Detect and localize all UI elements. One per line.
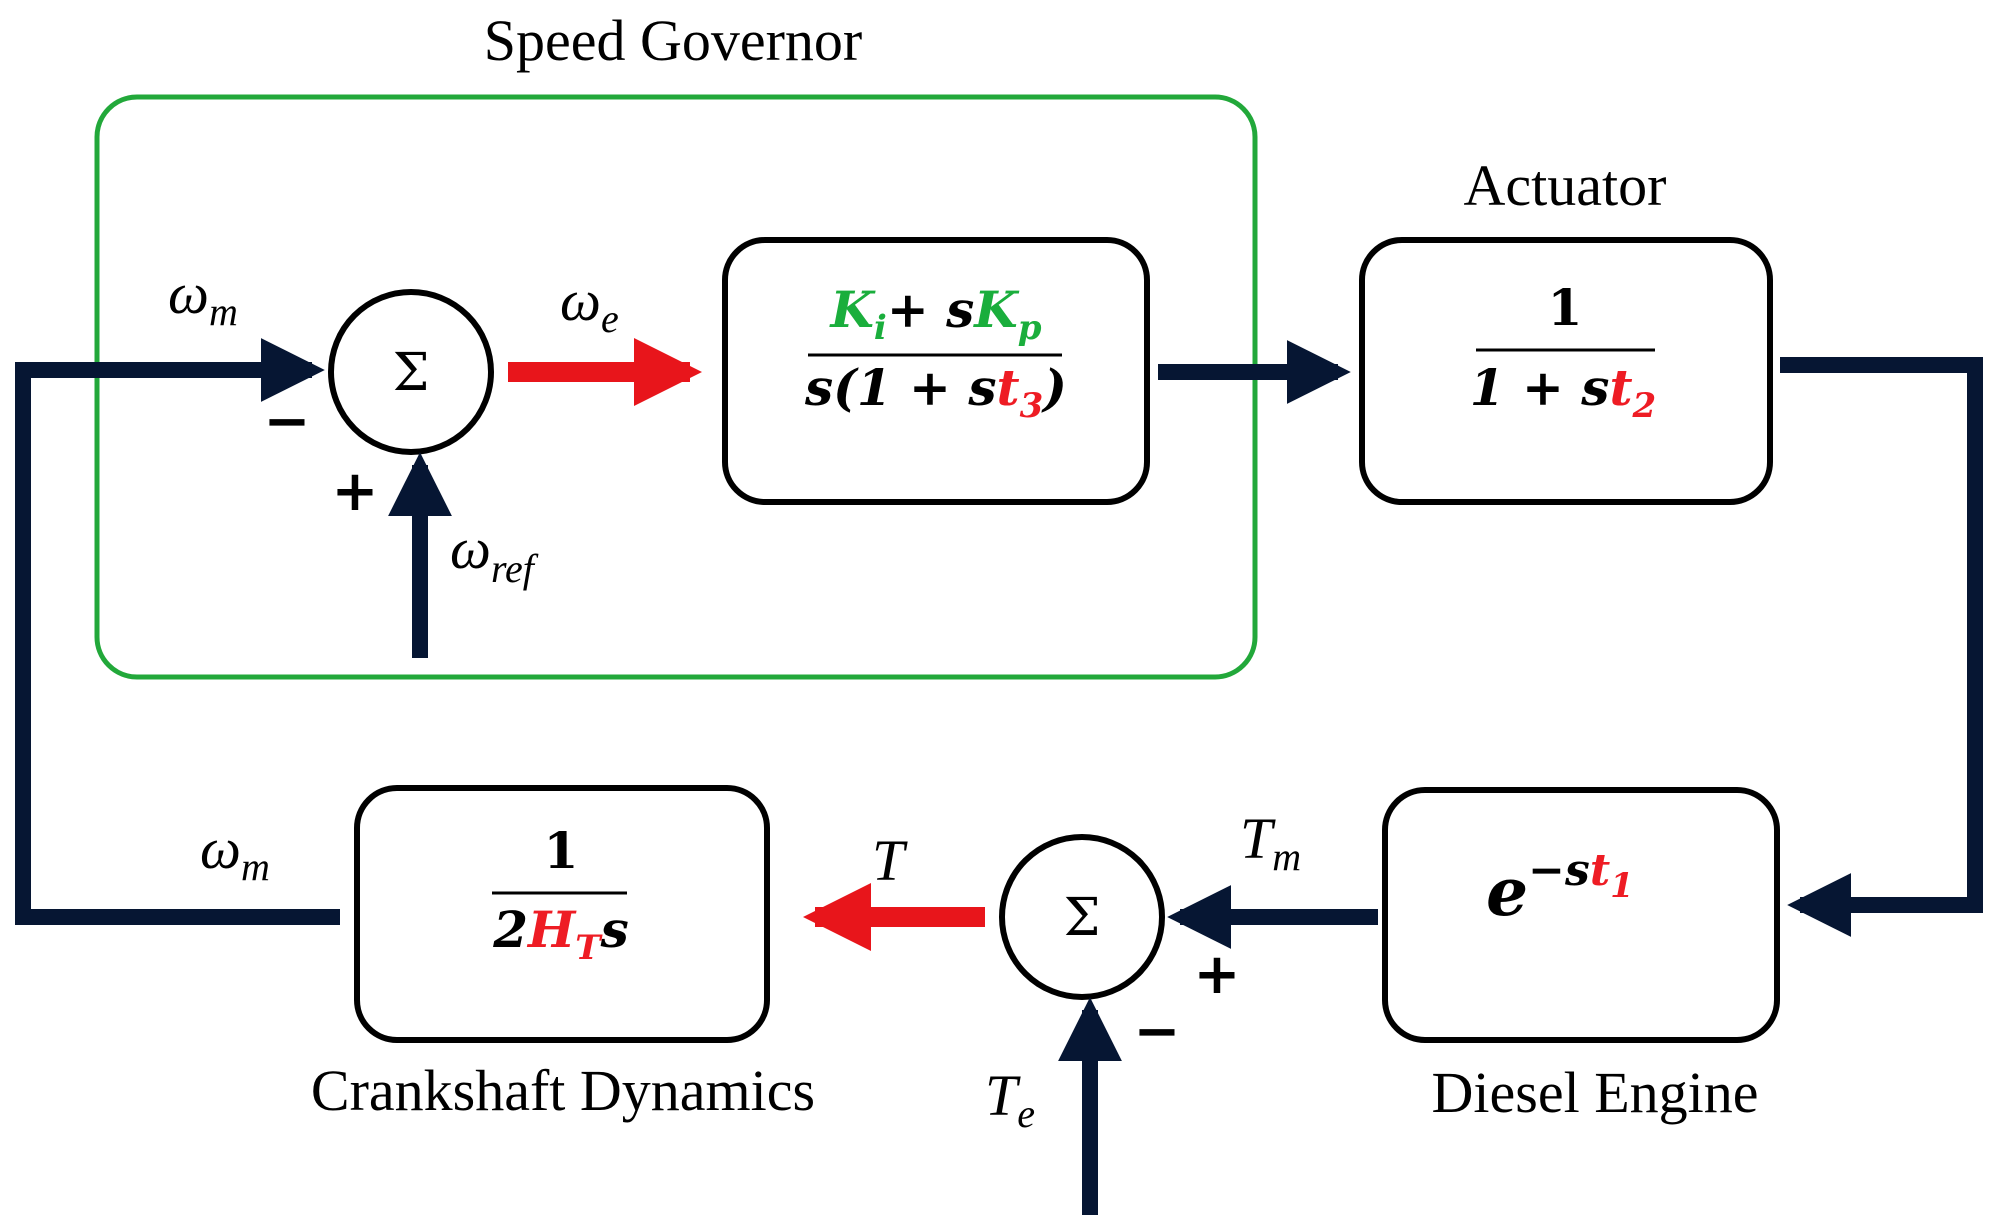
- summing-symbol: Σ: [393, 343, 430, 403]
- omega-e-label: ωe: [560, 268, 619, 341]
- crankshaft-label: Crankshaft Dynamics: [311, 1058, 815, 1123]
- summing-symbol-torque: Σ: [1064, 888, 1101, 948]
- minus-sign-speed: −: [264, 389, 311, 454]
- engine-tf: e−st1: [1486, 845, 1634, 931]
- actuator-block: [1359, 237, 1773, 505]
- crankshaft-tf-denominator: 2HTs: [492, 900, 629, 968]
- omega-m-input-label: ωm: [168, 261, 238, 334]
- omega-ref-label: ωref: [450, 516, 539, 591]
- diesel-engine-block: [1382, 787, 1780, 1043]
- governor-tf-denominator: s(1 + st3): [804, 358, 1067, 426]
- actuator-tf-denominator: 1 + st2: [1470, 358, 1656, 426]
- t-label: T: [872, 828, 908, 893]
- tm-label: Tm: [1240, 806, 1301, 879]
- summing-junction-speed: [328, 289, 494, 455]
- diesel-engine-label: Diesel Engine: [1432, 1060, 1759, 1125]
- governor-block: [722, 237, 1150, 505]
- omega-m-output-label: ωm: [200, 816, 270, 889]
- summing-junction-torque: [999, 834, 1165, 1000]
- crankshaft-tf-numerator: 1: [544, 821, 579, 880]
- governor-tf-numerator: Ki+ sKp: [828, 280, 1041, 348]
- minus-sign-torque: −: [1134, 999, 1181, 1064]
- plus-sign-speed: +: [332, 459, 379, 524]
- actuator-to-engine-line: [1780, 357, 1983, 937]
- speed-governor-label: Speed Governor: [484, 8, 863, 73]
- actuator-tf-numerator: 1: [1548, 278, 1583, 337]
- actuator-label: Actuator: [1464, 153, 1667, 218]
- feedback-line: [15, 338, 340, 925]
- plus-sign-torque: +: [1194, 942, 1241, 1007]
- te-label: Te: [985, 1063, 1035, 1136]
- speed-governor-frame: [94, 94, 1258, 680]
- crankshaft-block: [354, 785, 770, 1043]
